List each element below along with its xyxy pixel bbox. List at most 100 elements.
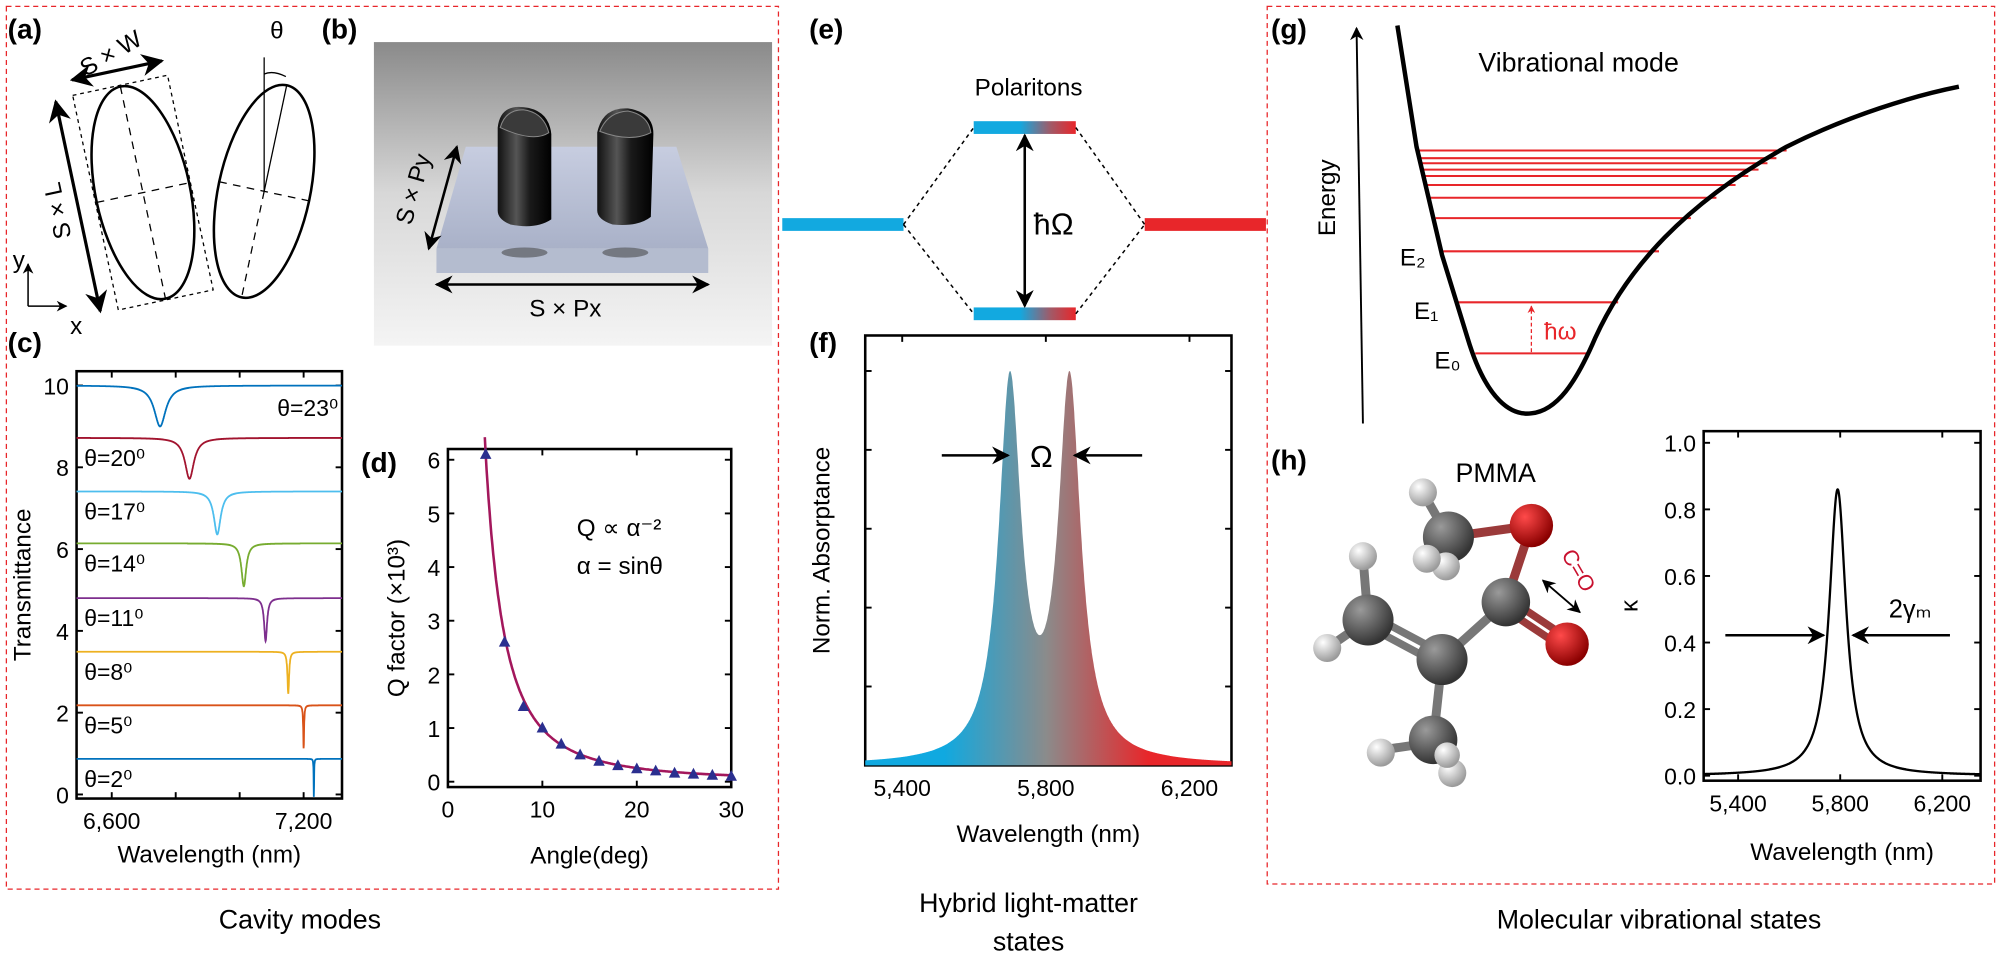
kappa-curve [1703, 488, 1981, 776]
x-tick-label: 5,800 [1017, 775, 1074, 801]
cavity-modes-frame [5, 5, 780, 890]
panel-label-b: (b) [322, 13, 358, 44]
data-point [517, 700, 530, 712]
oxygen-atom [1545, 622, 1589, 666]
data-point [649, 764, 662, 776]
panel-label-a: (a) [8, 13, 42, 44]
hydrogen-atom [1348, 542, 1377, 571]
level-label-e1: E₁ [1414, 298, 1438, 325]
omega-label: Ω [1030, 440, 1053, 474]
series-line [76, 704, 343, 749]
bond-stretch-arrow [1541, 579, 1581, 614]
y-tick-label: 4 [56, 619, 69, 645]
series-label: θ=5⁰ [84, 712, 132, 738]
panel-label-g: (g) [1271, 13, 1307, 44]
y-axis-label: Q factor (×10³) [384, 539, 411, 697]
y-tick-label: 0.6 [1664, 564, 1696, 590]
axis-x-label: x [70, 313, 82, 340]
axis-y-label: y [13, 247, 26, 274]
x-tick-label: 5,800 [1811, 790, 1868, 816]
hydrogen-atom [1408, 478, 1437, 507]
x-tick-label: 0 [442, 797, 455, 823]
q-scaling-annotation: Q ∝ α⁻² [577, 515, 662, 542]
x-tick-label: 20 [624, 797, 650, 823]
bond-label: C=O [1557, 544, 1601, 596]
x-tick-label: 5,400 [1709, 790, 1766, 816]
level-label-e2: E₂ [1400, 244, 1426, 271]
x-tick-label: 7,200 [275, 808, 332, 834]
major-axis-dashed [240, 191, 265, 298]
vibrational-potential-diagram: Energy Vibrational mode E₂ E₁ E₀ ħω [1314, 25, 1960, 424]
energy-axis-label: Energy [1314, 158, 1341, 236]
section-title-hybrid-2: states [993, 926, 1064, 956]
metasurface-render: S × Py S × Px [373, 42, 773, 346]
data-point [631, 762, 643, 774]
y-tick-label: 3 [428, 609, 441, 635]
x-tick-label: 5,400 [873, 775, 930, 801]
substrate-front [436, 248, 709, 273]
oxygen-atom [1509, 503, 1554, 548]
width-label: S × W [75, 25, 146, 82]
x-axis-label: Wavelength (nm) [117, 841, 301, 868]
data-point [612, 759, 624, 771]
theta-label: θ [270, 17, 283, 44]
plot-frame [446, 447, 733, 789]
y-tick-label: 5 [428, 501, 441, 527]
series-label: θ=11⁰ [84, 605, 143, 631]
polaritons-title: Polaritons [975, 75, 1083, 102]
y-axis-label: κ [1616, 599, 1643, 612]
data-point [593, 754, 605, 766]
x-axis-label: Wavelength (nm) [1750, 839, 1934, 866]
x-tick-label: 6,200 [1161, 775, 1218, 801]
y-tick-label: 0.8 [1664, 497, 1696, 523]
potential-curve [1395, 25, 1960, 416]
carbon-atom [1416, 633, 1468, 686]
data-point [687, 767, 700, 779]
pillar-right [597, 108, 654, 226]
y-tick-label: 1.0 [1664, 431, 1696, 457]
level-label-e0: E₀ [1434, 348, 1460, 375]
px-label: S × Px [529, 295, 601, 322]
series-line [76, 542, 343, 588]
fit-curve [483, 437, 731, 777]
panel-label-c: (c) [8, 327, 42, 358]
x-tick-label: 6,200 [1914, 790, 1971, 816]
py-arrow [424, 144, 462, 251]
panel-label-h: (h) [1271, 444, 1307, 475]
series-line [76, 650, 343, 694]
y-axis-label: Transmittance [10, 509, 37, 662]
upper-polariton-level [973, 121, 1076, 134]
molecular-frame [1266, 5, 1996, 885]
ellipse-geometry: S × W S × L [39, 25, 214, 314]
series-line [76, 490, 343, 536]
series-label: θ=23⁰ [277, 395, 338, 421]
y-axis-label: Norm. Absorptance [808, 447, 835, 654]
y-tick-label: 0 [428, 770, 441, 796]
width-arrow [69, 54, 165, 87]
xy-axes-icon: y x [13, 247, 83, 340]
x-tick-label: 30 [718, 797, 744, 823]
series-label: θ=17⁰ [84, 499, 145, 525]
length-label: S × L [39, 180, 77, 242]
y-tick-label: 4 [428, 555, 441, 581]
series-line [76, 437, 343, 480]
rabi-splitting-label: ħΩ [1034, 208, 1074, 242]
section-title-cavity: Cavity modes [219, 905, 381, 935]
panel-label-f: (f) [809, 327, 837, 358]
minor-axis [96, 182, 190, 204]
x-axis-label: Wavelength (nm) [957, 821, 1141, 848]
section-title-molecular: Molecular vibrational states [1497, 905, 1822, 935]
series-label: θ=8⁰ [84, 659, 132, 685]
plot-frame [1702, 429, 1982, 782]
polariton-diagram: Polaritons ħΩ [782, 75, 1266, 321]
data-point [668, 766, 681, 778]
quantum-label: ħω [1544, 318, 1576, 345]
plot-frame [75, 369, 344, 800]
linewidth-label: 2γₘ [1889, 595, 1932, 623]
photon-level [782, 218, 904, 231]
section-title-hybrid: Hybrid light-matter [919, 888, 1138, 918]
y-tick-label: 2 [56, 701, 69, 727]
